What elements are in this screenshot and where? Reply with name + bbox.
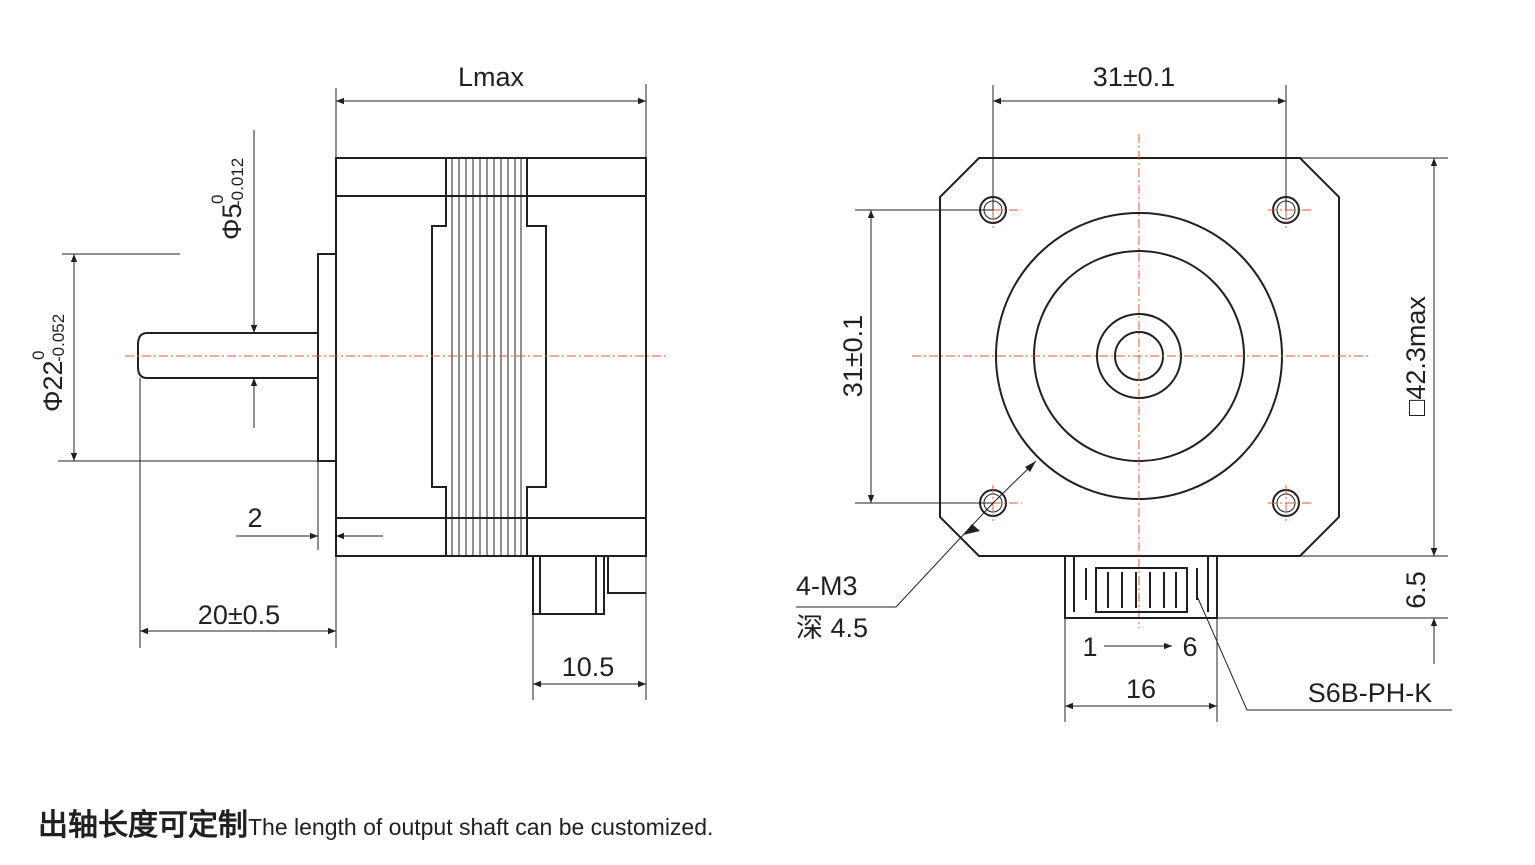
dim-connector-height: 6.5 — [1401, 571, 1431, 609]
dim-body-square: □42.3max — [1401, 296, 1431, 416]
front-connector — [1064, 556, 1218, 619]
lamination-lines — [451, 158, 522, 556]
dim-connector-offset: 10.5 — [562, 652, 615, 682]
pin-last-label: 6 — [1182, 632, 1197, 662]
dim-shaft-diameter: Φ5 0 -0.012 — [208, 158, 247, 240]
svg-text:Φ22: Φ22 — [38, 360, 68, 412]
svg-text:0: 0 — [29, 351, 48, 360]
footnote-en: The length of output shaft can be custom… — [248, 814, 714, 840]
dim-boss-height: 2 — [247, 503, 262, 533]
hole-depth-label: 深 4.5 — [796, 613, 868, 643]
side-view: Lmax Φ5 0 -0.012 Φ22 0 -0.052 2 20±0.5 — [29, 62, 668, 700]
footnote-zh: 出轴长度可定制 — [38, 809, 248, 842]
pilot-boss — [317, 253, 337, 462]
svg-text:Φ5: Φ5 — [217, 203, 247, 240]
pin-first-label: 1 — [1082, 632, 1097, 662]
dim-hole-spacing-vertical: 31±0.1 — [838, 315, 868, 397]
dim-boss-diameter: Φ22 0 -0.052 — [29, 314, 68, 412]
front-view: 31±0.1 31±0.1 □42.3max 6.5 1 6 16 S6B-PH… — [796, 62, 1452, 722]
footnote: 出轴长度可定制The length of output shaft can be… — [38, 800, 713, 844]
svg-text:0: 0 — [208, 195, 227, 204]
dim-connector-width: 16 — [1126, 674, 1156, 704]
dim-shaft-length: 20±0.5 — [198, 600, 280, 630]
svg-text:-0.012: -0.012 — [228, 158, 247, 206]
svg-text:-0.052: -0.052 — [49, 314, 68, 362]
motor-body — [335, 157, 647, 557]
stator-stack — [431, 158, 447, 556]
dim-hole-spacing-horizontal: 31±0.1 — [1093, 62, 1175, 92]
mount-holes-label: 4-M3 — [796, 571, 858, 601]
connector-model-label: S6B-PH-K — [1308, 678, 1433, 708]
dim-lmax: Lmax — [458, 62, 525, 92]
side-connector — [532, 556, 605, 615]
